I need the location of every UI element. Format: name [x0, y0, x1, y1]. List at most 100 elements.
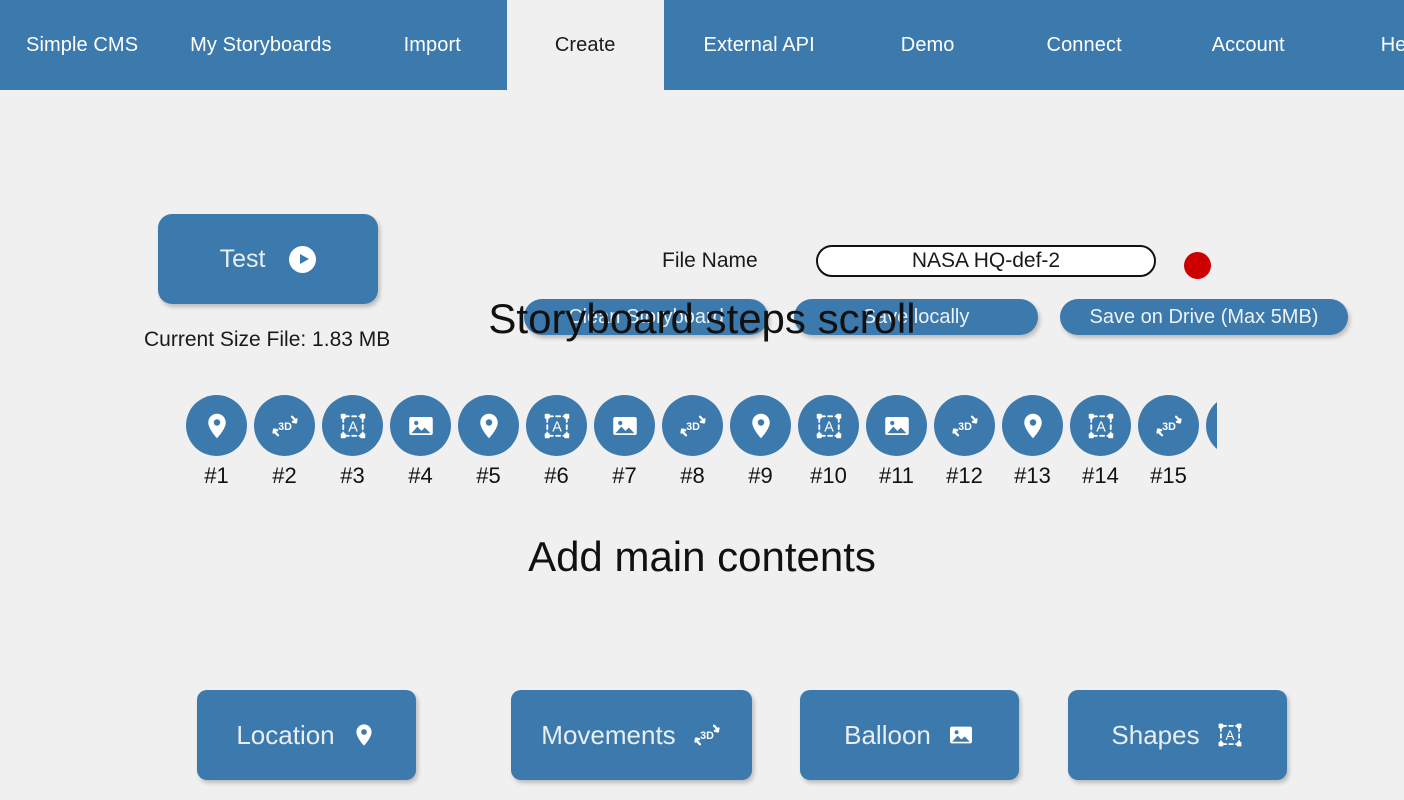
nav-item-label: My Storyboards: [190, 33, 332, 56]
3d-rotate-icon: 3D: [662, 395, 723, 456]
current-size-file-text: Current Size File: 1.83 MB: [144, 328, 391, 351]
image-icon: [390, 395, 451, 456]
location-pin-icon: [1002, 395, 1063, 456]
storyboard-step[interactable]: #13: [1002, 395, 1063, 489]
add-balloon-label: Balloon: [844, 719, 931, 750]
svg-text:A: A: [824, 419, 834, 435]
save-on-drive-button[interactable]: Save on Drive (Max 5MB): [1060, 299, 1348, 335]
shapes-icon: A: [1070, 395, 1131, 456]
storyboard-step[interactable]: #16: [1206, 395, 1217, 489]
file-name-label: File Name: [662, 249, 758, 272]
storyboard-step[interactable]: A #14: [1070, 395, 1131, 489]
storyboard-step-label: #6: [544, 463, 569, 488]
shapes-icon: A: [1216, 721, 1244, 749]
storyboard-step-label: #9: [748, 463, 773, 488]
storyboard-step[interactable]: #11: [866, 395, 927, 489]
add-shapes-label: Shapes: [1111, 719, 1200, 750]
3d-rotate-icon: 3D: [934, 395, 995, 456]
top-navigation-bar: Simple CMS My Storyboards Import Create …: [0, 0, 1404, 90]
storyboard-step[interactable]: #5: [458, 395, 519, 489]
nav-item-label: Help: [1380, 33, 1404, 56]
storyboard-step-label: #4: [408, 463, 433, 488]
test-button[interactable]: Test: [158, 214, 378, 304]
shapes-icon: A: [526, 395, 587, 456]
nav-item-my-storyboards[interactable]: My Storyboards: [164, 0, 357, 90]
3d-rotate-icon: 3D: [254, 395, 315, 456]
nav-item-label: Simple CMS: [26, 33, 139, 56]
location-pin-icon: [458, 395, 519, 456]
add-movements-label: Movements: [541, 719, 676, 750]
test-button-label: Test: [219, 244, 266, 273]
nav-item-connect[interactable]: Connect: [1001, 0, 1168, 90]
nav-item-label: Connect: [1046, 33, 1122, 56]
add-location-label: Location: [236, 719, 335, 750]
clean-storyboard-button[interactable]: Clean Storyboard: [524, 299, 768, 335]
storyboard-step-label: #13: [1014, 463, 1051, 488]
storyboard-step-label: #2: [272, 463, 297, 488]
save-locally-button[interactable]: Save locally: [794, 299, 1038, 335]
save-locally-label: Save locally: [862, 305, 970, 328]
storyboard-step[interactable]: 3D#8: [662, 395, 723, 489]
storyboard-step-label: #12: [946, 463, 983, 488]
nav-item-help[interactable]: Help: [1329, 0, 1404, 90]
clean-storyboard-label: Clean Storyboard: [568, 305, 724, 328]
svg-text:3D: 3D: [700, 730, 714, 742]
storyboard-step-label: #3: [340, 463, 365, 488]
location-pin-icon: [1206, 395, 1217, 456]
nav-item-simple-cms[interactable]: Simple CMS: [0, 0, 164, 90]
image-icon: [594, 395, 655, 456]
storyboard-step[interactable]: A #3: [322, 395, 383, 489]
storyboard-step-label: #5: [476, 463, 501, 488]
nav-item-create[interactable]: Create: [506, 0, 664, 90]
add-shapes-button[interactable]: Shapes A: [1068, 690, 1287, 780]
location-pin-icon: [186, 395, 247, 456]
shapes-icon: A: [322, 395, 383, 456]
add-movements-button[interactable]: Movements 3D: [511, 690, 752, 780]
svg-text:3D: 3D: [1162, 421, 1176, 433]
file-name-input[interactable]: [816, 245, 1156, 277]
storyboard-step[interactable]: 3D #15: [1138, 395, 1199, 489]
storyboard-step[interactable]: #4: [390, 395, 451, 489]
nav-item-import[interactable]: Import: [358, 0, 507, 90]
svg-text:A: A: [348, 419, 358, 435]
create-page-main: Test Current Size File: 1.83 MB File Nam…: [0, 90, 1404, 800]
location-pin-icon: [730, 395, 791, 456]
nav-item-label: Account: [1211, 33, 1285, 56]
storyboard-step[interactable]: A #10: [798, 395, 859, 489]
nav-item-external-api[interactable]: External API: [664, 0, 855, 90]
storyboard-step-label: #1: [204, 463, 229, 488]
storyboard-step[interactable]: #7: [594, 395, 655, 489]
storyboard-step-label: #14: [1082, 463, 1119, 488]
location-pin-icon: [351, 722, 377, 748]
svg-text:3D: 3D: [278, 421, 292, 433]
shapes-icon: A: [798, 395, 859, 456]
add-location-button[interactable]: Location: [197, 690, 416, 780]
nav-item-label: External API: [703, 33, 815, 56]
3d-rotate-icon: 3D: [692, 720, 722, 750]
svg-text:A: A: [552, 419, 562, 435]
nav-item-account[interactable]: Account: [1168, 0, 1329, 90]
add-balloon-button[interactable]: Balloon: [800, 690, 1019, 780]
svg-text:A: A: [1096, 419, 1106, 435]
storyboard-step[interactable]: #1: [186, 395, 247, 489]
image-icon: [947, 721, 975, 749]
play-icon: [289, 245, 317, 273]
storyboard-step[interactable]: 3D #2: [254, 395, 315, 489]
storyboard-step-label: #10: [810, 463, 847, 488]
nav-item-label: Import: [403, 33, 461, 56]
image-icon: [866, 395, 927, 456]
storyboard-step[interactable]: 3D #12: [934, 395, 995, 489]
storyboard-step[interactable]: A #6: [526, 395, 587, 489]
nav-item-demo[interactable]: Demo: [855, 0, 1001, 90]
storyboard-steps-title: Storyboard steps scroll: [488, 295, 916, 342]
save-on-drive-label: Save on Drive (Max 5MB): [1089, 305, 1319, 328]
storyboard-step[interactable]: #9: [730, 395, 791, 489]
svg-text:3D: 3D: [958, 421, 972, 433]
nav-item-label: Demo: [900, 33, 955, 56]
storyboard-step-label: #15: [1150, 463, 1187, 488]
add-main-contents-title: Add main contents: [528, 533, 876, 580]
storyboard-step-label: #8: [680, 463, 705, 488]
status-indicator-dot: [1184, 252, 1211, 279]
storyboard-step-label: #7: [612, 463, 637, 488]
